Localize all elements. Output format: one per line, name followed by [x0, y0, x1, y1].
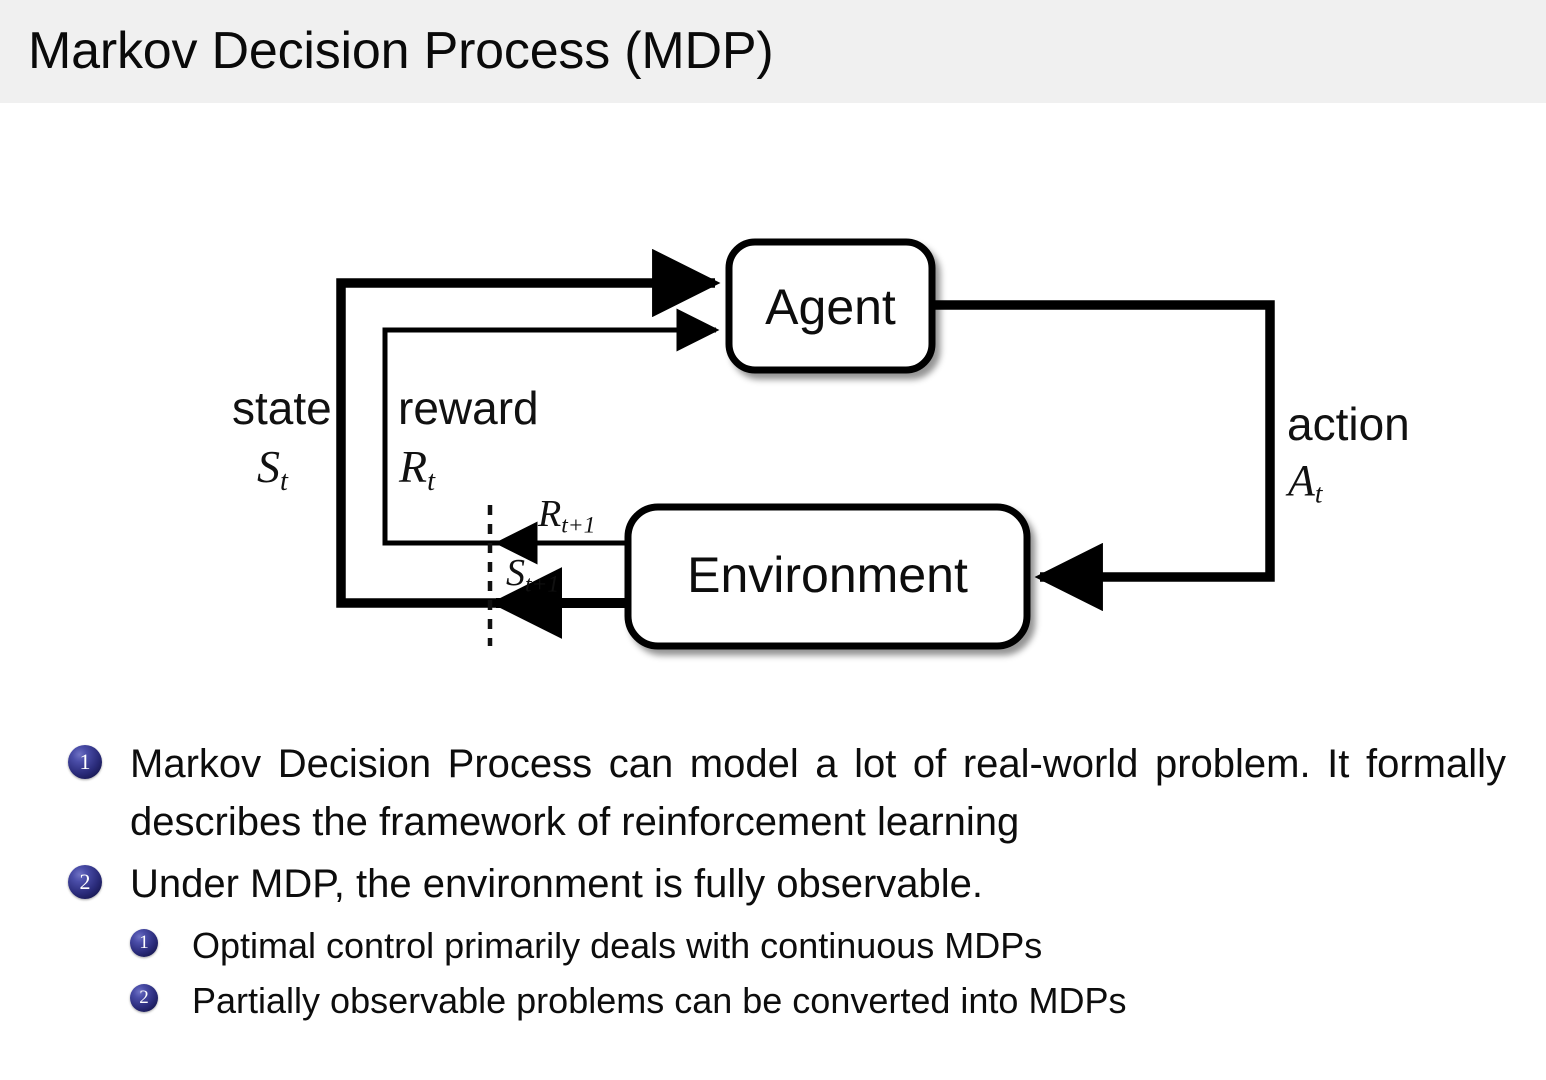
sub-bullet-list: 1 Optimal control primarily deals with c…	[130, 919, 1506, 1027]
state-symbol-subscript: t	[280, 465, 288, 497]
sub-bullet-marker-2: 2	[130, 984, 158, 1012]
bullet-text-1: Markov Decision Process can model a lot …	[130, 742, 1506, 844]
state-label-symbol: St	[257, 440, 288, 498]
agent-node	[725, 238, 936, 374]
next-reward-label: Rt+1	[538, 492, 595, 540]
reward-label-word: reward	[398, 382, 539, 434]
bullet-text-2: Under MDP, the environment is fully obse…	[130, 862, 984, 906]
environment-node	[624, 503, 1031, 650]
agent-node-label: Agent	[765, 279, 896, 335]
bullet-list: 1 Markov Decision Process can model a lo…	[0, 735, 1546, 1031]
edge-reward-loop	[382, 308, 720, 565]
edge-action-loop	[932, 300, 1275, 612]
action-label-word: action	[1287, 398, 1410, 450]
sub-bullet-text-2: Partially observable problems can be con…	[192, 980, 1127, 1021]
next-state-subscript: t+1	[525, 571, 560, 598]
state-label-word: state	[232, 382, 332, 434]
sub-list-item: 1 Optimal control primarily deals with c…	[130, 919, 1506, 972]
mdp-diagram-svg	[336, 238, 1275, 650]
next-state-base: S	[506, 552, 525, 594]
slide-header-bar: Markov Decision Process (MDP)	[0, 0, 1546, 103]
list-item: 2 Under MDP, the environment is fully ob…	[0, 855, 1546, 1027]
page-title: Markov Decision Process (MDP)	[28, 22, 774, 80]
reward-symbol-base: R	[399, 441, 428, 492]
bullet-marker-2: 2	[68, 865, 102, 899]
edge-state-loop	[336, 248, 721, 639]
next-reward-base: R	[538, 493, 562, 535]
sub-list-item: 2 Partially observable problems can be c…	[130, 974, 1506, 1027]
sub-bullet-text-1: Optimal control primarily deals with con…	[192, 925, 1043, 966]
sub-bullet-marker-1: 1	[130, 929, 158, 957]
list-item: 1 Markov Decision Process can model a lo…	[0, 735, 1546, 851]
environment-node-label: Environment	[687, 547, 968, 603]
action-symbol-base: A	[1288, 456, 1315, 505]
reward-label-symbol: Rt	[399, 440, 435, 498]
action-symbol-subscript: t	[1314, 478, 1323, 509]
action-label-symbol: At	[1288, 455, 1322, 510]
next-reward-subscript: t+1	[561, 512, 596, 539]
reward-symbol-subscript: t	[427, 465, 436, 497]
state-symbol-base: S	[257, 441, 280, 492]
bullet-marker-1: 1	[68, 745, 102, 779]
next-state-label: St+1	[506, 551, 559, 599]
mdp-interaction-diagram: Agent Environment state St reward Rt act…	[0, 103, 1546, 703]
